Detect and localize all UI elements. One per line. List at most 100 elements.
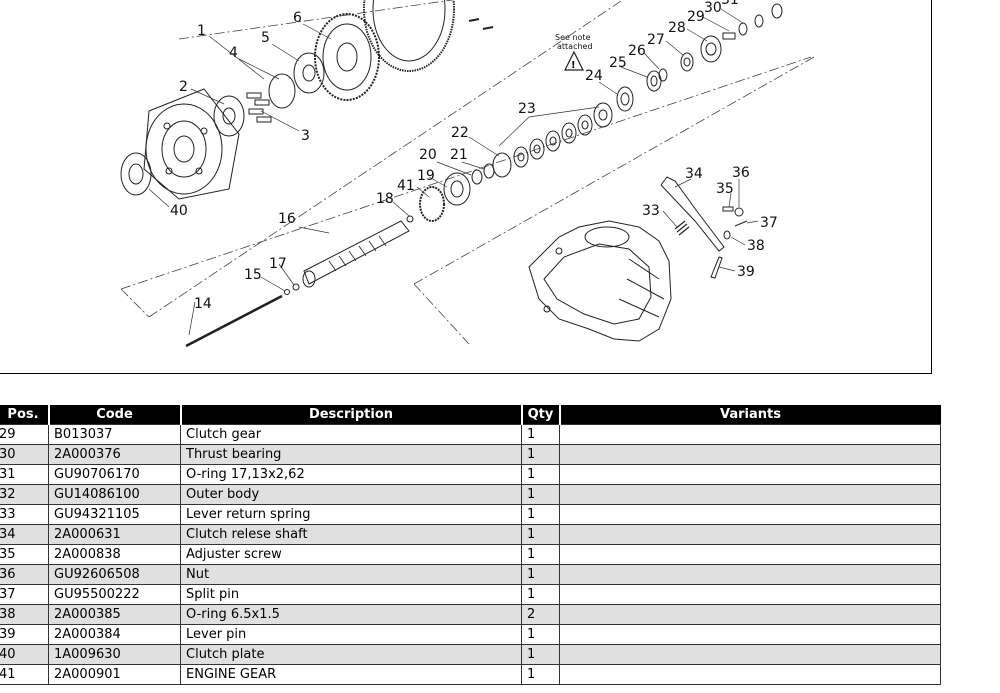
parts-table: Pos. Code Description Qty Variants 29 B0… xyxy=(0,405,941,685)
header-description: Description xyxy=(179,405,522,425)
table-row: 40 1A009630 Clutch plate 1 xyxy=(0,644,941,665)
cell-code: GU92606508 xyxy=(48,564,181,585)
callout-39: 39 xyxy=(737,264,755,280)
cell-pos: 35 xyxy=(0,544,49,565)
cell-variants xyxy=(559,424,941,445)
cell-variants xyxy=(559,584,941,605)
cell-variants xyxy=(559,524,941,545)
callout-2: 2 xyxy=(179,79,188,95)
table-header-row: Pos. Code Description Qty Variants xyxy=(0,405,941,425)
cell-code: GU95500222 xyxy=(48,584,181,605)
cell-qty: 1 xyxy=(521,624,560,645)
header-code: Code xyxy=(47,405,181,425)
cell-pos: 33 xyxy=(0,504,49,525)
cell-code: 2A000384 xyxy=(48,624,181,645)
cell-description: Nut xyxy=(180,564,522,585)
cell-code: B013037 xyxy=(48,424,181,445)
cell-code: 2A000631 xyxy=(48,524,181,545)
cell-code: 1A009630 xyxy=(48,644,181,665)
cell-pos: 41 xyxy=(0,664,49,685)
cell-code: 2A000385 xyxy=(48,604,181,625)
callout-16: 16 xyxy=(278,211,296,227)
return-spring-part xyxy=(674,220,690,236)
cell-code: GU94321105 xyxy=(48,504,181,525)
cell-pos: 29 xyxy=(0,424,49,445)
cell-pos: 39 xyxy=(0,624,49,645)
callout-20: 20 xyxy=(419,147,437,163)
cell-variants xyxy=(559,604,941,625)
cell-variants xyxy=(559,464,941,485)
table-row: 38 2A000385 O-ring 6.5x1.5 2 xyxy=(0,604,941,625)
table-row: 32 GU14086100 Outer body 1 xyxy=(0,484,941,505)
header-pos: Pos. xyxy=(0,405,49,425)
table-row: 36 GU92606508 Nut 1 xyxy=(0,564,941,585)
cell-variants xyxy=(559,504,941,525)
cell-description: Adjuster screw xyxy=(180,544,522,565)
cell-qty: 1 xyxy=(521,484,560,505)
cell-code: GU14086100 xyxy=(48,484,181,505)
cell-pos: 34 xyxy=(0,524,49,545)
callout-29: 29 xyxy=(687,9,705,25)
cell-qty: 1 xyxy=(521,664,560,685)
cell-qty: 1 xyxy=(521,564,560,585)
cell-pos: 31 xyxy=(0,464,49,485)
table-row: 29 B013037 Clutch gear 1 xyxy=(0,424,941,445)
header-variants: Variants xyxy=(558,405,941,425)
cell-pos: 37 xyxy=(0,584,49,605)
exploded-diagram: See note attached ! 1 2 3 4 5 6 14 15 16… xyxy=(0,0,932,374)
callout-31: 31 xyxy=(721,0,739,8)
callout-34: 34 xyxy=(685,166,703,182)
cell-pos: 32 xyxy=(0,484,49,505)
cell-description: Thrust bearing xyxy=(180,444,522,465)
cell-qty: 1 xyxy=(521,424,560,445)
flywheel-part xyxy=(363,0,455,72)
cell-description: O-ring 17,13x2,62 xyxy=(180,464,522,485)
input-shaft-part xyxy=(302,220,410,288)
table-row: 35 2A000838 Adjuster screw 1 xyxy=(0,544,941,565)
callout-6: 6 xyxy=(293,10,302,26)
friction-disc-part xyxy=(314,13,380,101)
hub-part xyxy=(293,52,325,94)
cell-qty: 1 xyxy=(521,584,560,605)
callout-37: 37 xyxy=(760,215,778,231)
callout-30: 30 xyxy=(704,0,722,16)
cell-description: Clutch gear xyxy=(180,424,522,445)
cell-qty: 1 xyxy=(521,444,560,465)
cell-description: Lever pin xyxy=(180,624,522,645)
callout-18: 18 xyxy=(376,191,394,207)
table-row: 33 GU94321105 Lever return spring 1 xyxy=(0,504,941,525)
cell-variants xyxy=(559,564,941,585)
cell-pos: 38 xyxy=(0,604,49,625)
callout-22: 22 xyxy=(451,125,469,141)
callout-24: 24 xyxy=(585,68,603,84)
cell-code: 2A000376 xyxy=(48,444,181,465)
callout-33: 33 xyxy=(642,203,660,219)
callout-3: 3 xyxy=(301,128,310,144)
cell-description: Split pin xyxy=(180,584,522,605)
callout-28: 28 xyxy=(668,20,686,36)
cell-code: GU90706170 xyxy=(48,464,181,485)
cell-code: 2A000838 xyxy=(48,544,181,565)
cell-qty: 1 xyxy=(521,464,560,485)
table-row: 39 2A000384 Lever pin 1 xyxy=(0,624,941,645)
bearing-stack-part xyxy=(471,102,613,185)
table-row: 30 2A000376 Thrust bearing 1 xyxy=(0,444,941,465)
cell-description: Lever return spring xyxy=(180,504,522,525)
diagram-drawing: See note attached ! 1 2 3 4 5 6 14 15 16… xyxy=(120,0,815,348)
cell-variants xyxy=(559,544,941,565)
table-row: 37 GU95500222 Split pin 1 xyxy=(0,584,941,605)
callout-41: 41 xyxy=(397,178,415,194)
cell-pos: 40 xyxy=(0,644,49,665)
table-row: 34 2A000631 Clutch relese shaft 1 xyxy=(0,524,941,545)
cell-description: Outer body xyxy=(180,484,522,505)
cell-qty: 1 xyxy=(521,644,560,665)
callout-1: 1 xyxy=(197,23,206,39)
callout-27: 27 xyxy=(647,32,665,48)
cell-qty: 2 xyxy=(521,604,560,625)
cell-description: ENGINE GEAR xyxy=(180,664,522,685)
callout-5: 5 xyxy=(261,30,270,46)
table-row: 31 GU90706170 O-ring 17,13x2,62 1 xyxy=(0,464,941,485)
callout-15: 15 xyxy=(244,267,262,283)
header-qty: Qty xyxy=(520,405,560,425)
cell-pos: 30 xyxy=(0,444,49,465)
